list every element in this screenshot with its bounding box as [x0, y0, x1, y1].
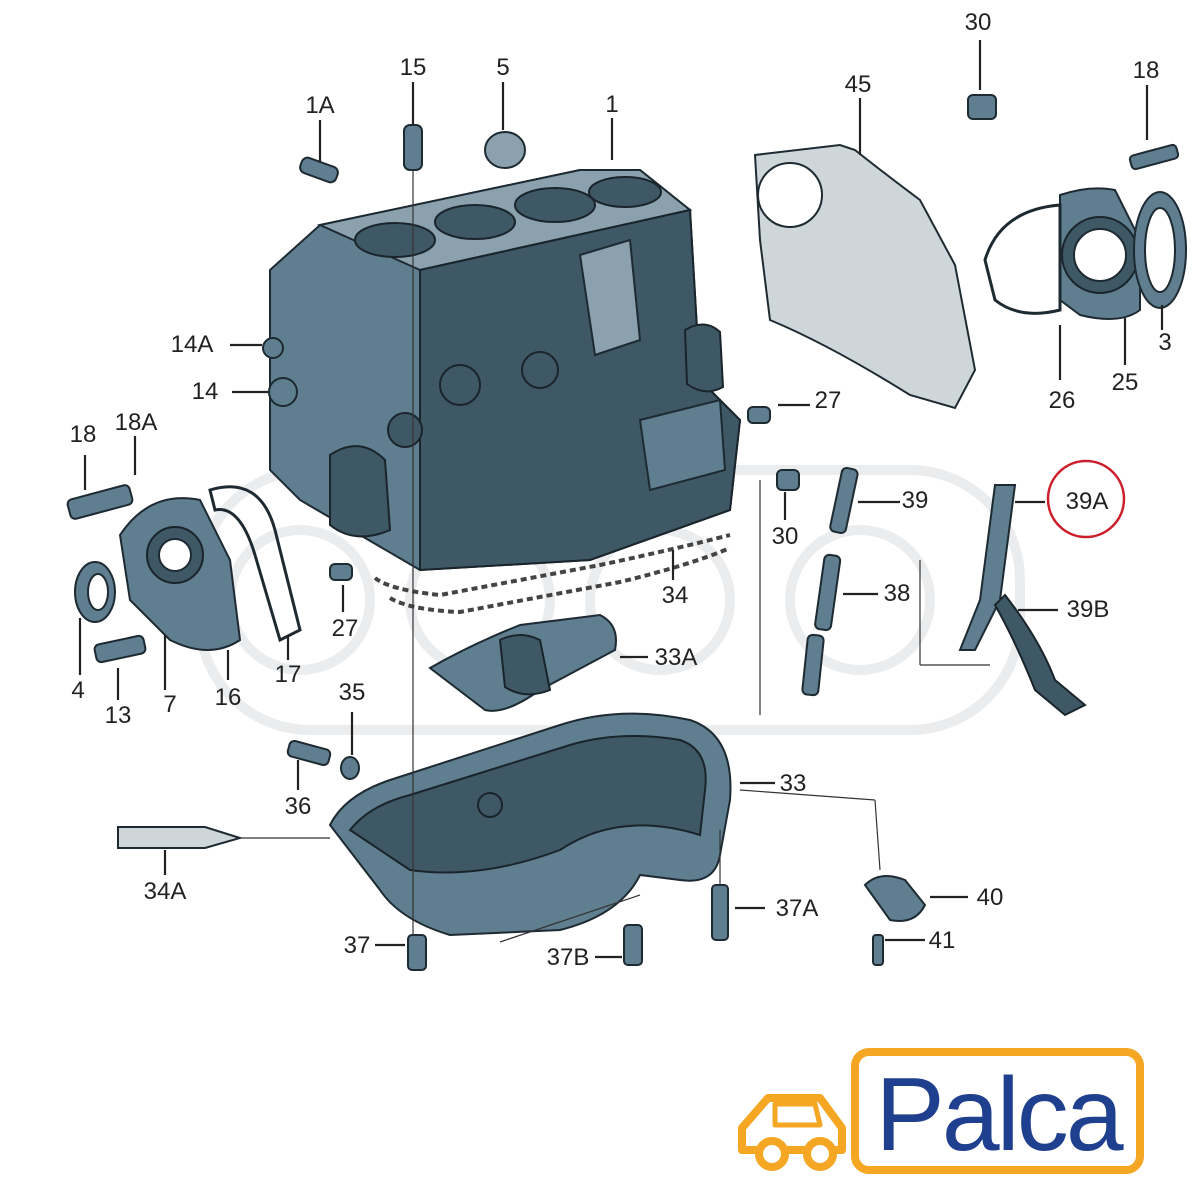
oil-pan-gasket-part [373, 533, 731, 598]
label-45: 45 [845, 71, 872, 98]
label-33: 33 [780, 770, 807, 797]
small-hardware-parts [66, 94, 1180, 971]
label-33a: 33A [655, 644, 698, 671]
front-seal-flange-part [74, 485, 302, 651]
label-40: 40 [977, 884, 1004, 911]
leader-lines [78, 40, 1164, 959]
highlight-circle [1046, 459, 1126, 539]
oil-pan-gasket-lower [388, 546, 731, 615]
label-30-top: 30 [965, 9, 992, 36]
label-34: 34 [662, 582, 689, 609]
label-13: 13 [105, 702, 132, 729]
intermediate-plate-part [753, 143, 977, 410]
label-16: 16 [215, 684, 242, 711]
label-7: 7 [163, 691, 176, 718]
label-4: 4 [71, 677, 84, 704]
label-39a: 39A [1066, 488, 1109, 515]
label-15: 15 [400, 54, 427, 81]
label-18-right: 18 [1133, 57, 1160, 84]
logo-orange-frame [851, 1048, 1144, 1174]
label-27-lower: 27 [332, 615, 359, 642]
label-34a: 34A [144, 878, 187, 905]
label-3: 3 [1158, 329, 1171, 356]
brand-wordmark: Palca [875, 1057, 1123, 1173]
truck-icon [738, 1094, 846, 1171]
label-25: 25 [1112, 369, 1139, 396]
label-17: 17 [275, 661, 302, 688]
label-37b: 37B [547, 944, 590, 971]
label-1: 1 [605, 91, 618, 118]
label-18a: 18A [115, 409, 158, 436]
oil-pump-pipes-part [801, 466, 1087, 717]
label-37a: 37A [776, 895, 819, 922]
label-14a: 14A [171, 331, 214, 358]
baffle-plate-part [428, 613, 617, 712]
label-26: 26 [1049, 387, 1076, 414]
label-36: 36 [285, 793, 312, 820]
label-35: 35 [339, 679, 366, 706]
label-39: 39 [902, 487, 929, 514]
label-18-left: 18 [70, 421, 97, 448]
cylinder-block-part [269, 169, 742, 572]
label-14: 14 [192, 378, 219, 405]
label-1a: 1A [305, 92, 334, 119]
label-38: 38 [884, 580, 911, 607]
palca-logo: Palca [738, 1048, 1144, 1174]
oil-pan-part [328, 712, 732, 937]
label-39b: 39B [1067, 596, 1110, 623]
label-5: 5 [496, 54, 509, 81]
label-30-middle: 30 [772, 523, 799, 550]
label-41: 41 [929, 927, 956, 954]
rear-seal-flange-part [983, 187, 1187, 320]
label-27-upper: 27 [815, 387, 842, 414]
part-number-labels: 30 45 18 15 5 1A 1 14A 14 3 26 25 27 18 … [70, 9, 1172, 971]
label-37: 37 [344, 932, 371, 959]
